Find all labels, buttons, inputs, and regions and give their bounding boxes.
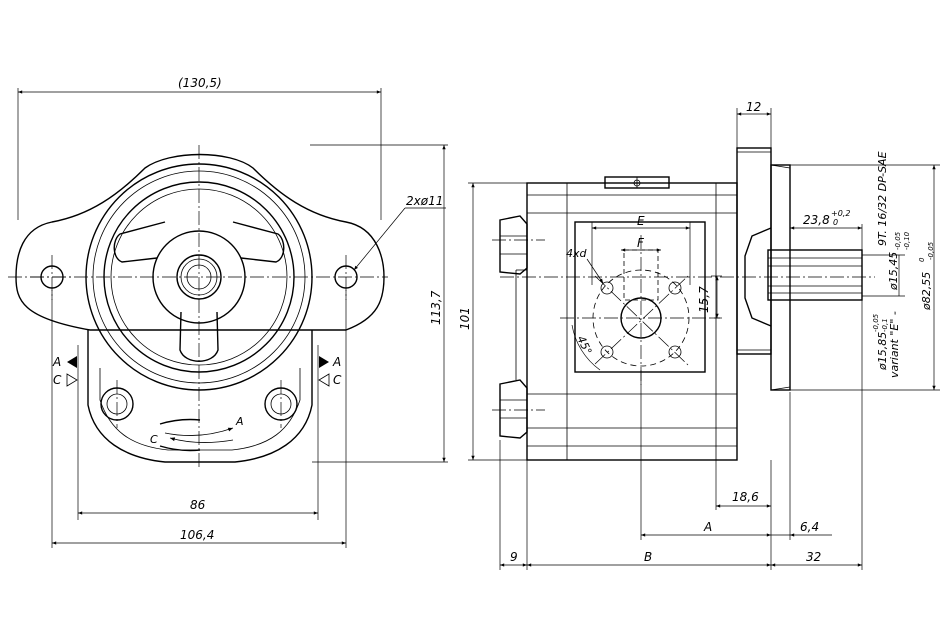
side-view: E F 4xd 15,7 45° 12 bbox=[458, 100, 940, 570]
port-holes-label: 4xd bbox=[566, 247, 588, 260]
pilot-dia-label: ø82,55 bbox=[920, 272, 933, 311]
rotation-c-label: C bbox=[150, 433, 158, 446]
variant-label: variant "E" - bbox=[888, 311, 901, 378]
holes-label: 2xø11 bbox=[406, 194, 443, 208]
overall-width-label: (130,5) bbox=[178, 76, 222, 90]
rotation-a-label: A bbox=[235, 415, 244, 428]
dim-9-label: 9 bbox=[510, 550, 518, 564]
shaft-type-label: 9T. 16/32 DP-SAE bbox=[876, 151, 889, 246]
port-right-a-label: A bbox=[332, 355, 341, 369]
body-height-label: 101 bbox=[458, 307, 472, 330]
shaft-dia-label: ø15,85 bbox=[876, 332, 889, 371]
dim-18-6-label: 18,6 bbox=[732, 490, 759, 504]
bolt-spacing-label: 86 bbox=[190, 498, 206, 512]
port-right-c-label: C bbox=[333, 373, 342, 387]
port-left-a-label: A bbox=[52, 355, 61, 369]
port-angle-label: 45° bbox=[574, 334, 594, 357]
shaft-tol-upper: -0,05 bbox=[872, 313, 880, 332]
port-f-label: F bbox=[637, 236, 645, 250]
dim-32-label: 32 bbox=[806, 550, 821, 564]
spline-length-tol-upper: +0,2 bbox=[831, 209, 850, 218]
port-e-label: E bbox=[637, 214, 645, 228]
shaft-tol-lower: -0,1 bbox=[881, 318, 889, 332]
port-left-c-label: C bbox=[53, 373, 62, 387]
height-label: 113,7 bbox=[429, 290, 443, 325]
shaft-variant-tol-upper: -0,05 bbox=[894, 231, 902, 250]
spline-length-label: 23,8 bbox=[803, 213, 830, 227]
front-view: A C A C A C (130,5) 2xø11 113,7 86 bbox=[8, 76, 448, 548]
spline-length-tol-lower: 0 bbox=[833, 218, 838, 227]
port-offset-label: 15,7 bbox=[697, 286, 711, 313]
pilot-tol-upper: 0 bbox=[918, 257, 926, 262]
pilot-tol-lower: -0,05 bbox=[927, 241, 935, 260]
flange-width-label: 106,4 bbox=[180, 528, 214, 542]
dim-a-label: A bbox=[703, 520, 712, 534]
flange-thickness-label: 12 bbox=[746, 100, 761, 114]
shaft-variant-tol-lower: -0,10 bbox=[903, 231, 911, 250]
dim-b-label: B bbox=[644, 550, 652, 564]
shaft-variant-dia-label: ø15,45 bbox=[887, 252, 900, 291]
dim-6-4-label: 6,4 bbox=[800, 520, 819, 534]
